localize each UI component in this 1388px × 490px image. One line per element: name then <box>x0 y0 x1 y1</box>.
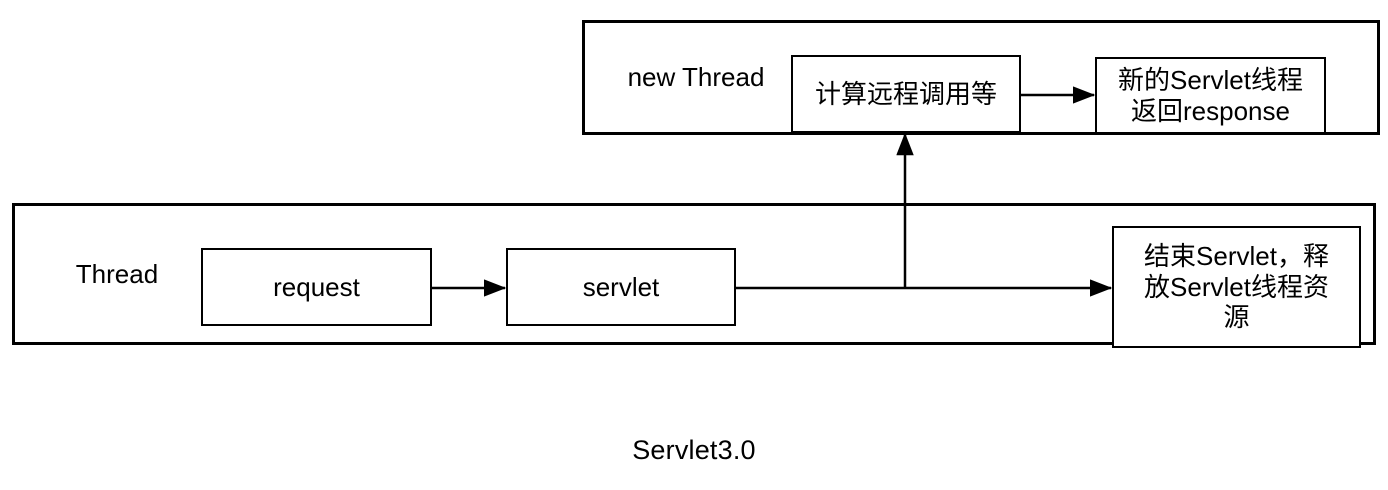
box-release-servlet-resources-line1: 结束Servlet，释 <box>1144 240 1329 271</box>
diagram-caption: Servlet3.0 <box>632 435 756 465</box>
lane-thread-label: Thread <box>75 258 159 289</box>
box-new-servlet-thread-response-line2: 返回response <box>1131 95 1290 126</box>
box-compute-remote-call: 计算远程调用等 <box>791 55 1021 133</box>
box-release-servlet-resources-line3: 源 <box>1223 302 1250 333</box>
box-request-text: request <box>273 271 360 302</box>
box-new-servlet-thread-response-line1: 新的Servlet线程 <box>1118 64 1303 95</box>
box-request: request <box>201 248 432 326</box>
lane-new-thread-label: new Thread <box>627 62 765 93</box>
box-release-servlet-resources-line2: 放Servlet线程资 <box>1144 271 1329 302</box>
box-new-servlet-thread-response: 新的Servlet线程 返回response <box>1095 57 1326 134</box>
box-release-servlet-resources: 结束Servlet，释 放Servlet线程资 源 <box>1112 226 1361 348</box>
box-servlet-text: servlet <box>582 271 660 302</box>
box-servlet: servlet <box>506 248 736 326</box>
box-compute-remote-call-text: 计算远程调用等 <box>814 78 997 109</box>
